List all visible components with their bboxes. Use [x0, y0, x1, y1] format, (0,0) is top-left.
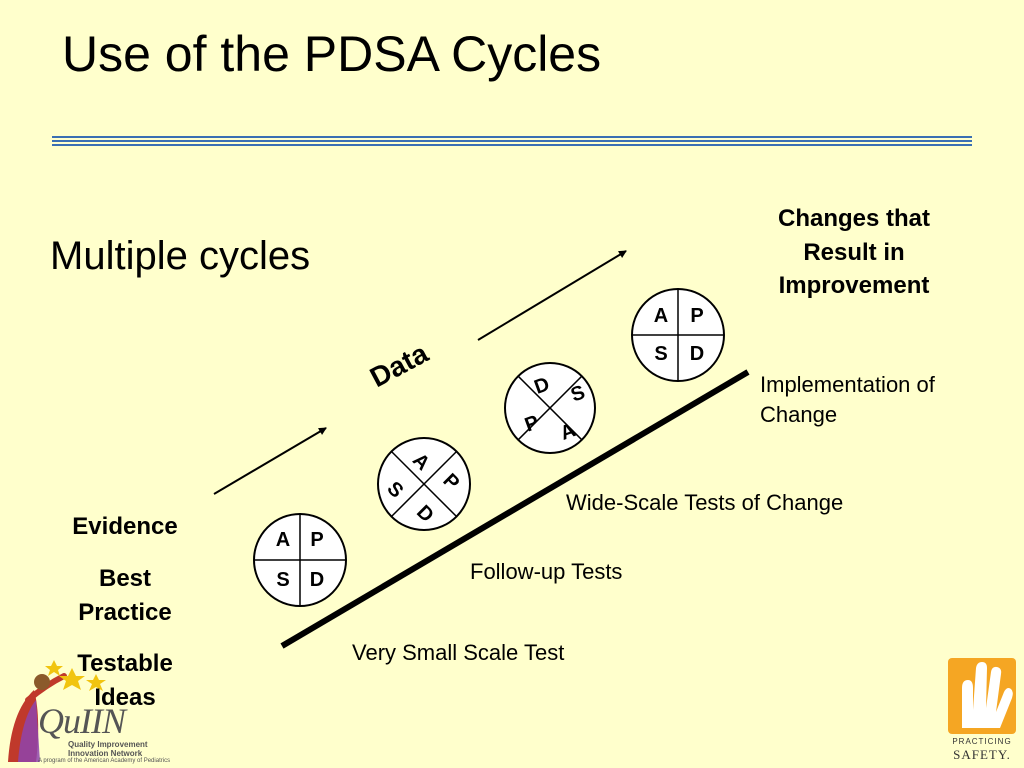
- cycle-4-plan: P: [690, 305, 704, 327]
- pdsa-cycle-2: [377, 437, 471, 531]
- progress-ramp: [280, 369, 750, 649]
- quiin-logo-figure: [8, 660, 106, 762]
- pdsa-cycle-1: [253, 513, 347, 607]
- changes-result-label: Changes that Result in Improvement: [777, 205, 930, 300]
- follow-up-label: Follow-up Tests: [470, 559, 623, 584]
- title-rule: [52, 140, 972, 142]
- cycle-1-do: D: [309, 569, 325, 591]
- wide-scale-label: Wide-Scale Tests of Change: [566, 490, 844, 515]
- pdsa-cycle-3: [504, 362, 596, 454]
- evidence-label: Evidence: [72, 513, 178, 540]
- pdsa-cycle-4: [631, 288, 725, 382]
- cycle-1-plan: P: [310, 529, 324, 551]
- quiin-sub1: Quality Improvement: [68, 740, 148, 749]
- cycle-1-act: A: [275, 529, 291, 551]
- very-small-label: Very Small Scale Test: [352, 640, 565, 665]
- practicing-safety-logo: [948, 658, 1016, 734]
- testable-ideas-label: Testable Ideas: [77, 650, 173, 711]
- implementation-label: Implementation of Change: [760, 372, 935, 427]
- quiin-logo-text: QuIIN: [38, 701, 126, 741]
- arrow-lower: [213, 427, 327, 495]
- subtitle: Multiple cycles: [50, 234, 311, 278]
- best-practice-label: Best Practice: [78, 565, 172, 626]
- cycle-4-do: D: [689, 343, 705, 365]
- cycle-1-study: S: [276, 569, 290, 591]
- practicing-safety-line2: SAFETY.: [953, 747, 1011, 762]
- title-rule: [52, 144, 972, 146]
- cycle-4-act: A: [653, 305, 669, 327]
- quiin-tagline: A program of the American Academy of Ped…: [38, 758, 171, 764]
- title-rule: [52, 136, 972, 138]
- slide-title: Use of the PDSA Cycles: [62, 26, 602, 82]
- practicing-safety-line1: PRACTICING: [952, 737, 1012, 746]
- cycle-4-study: S: [654, 343, 668, 365]
- arrow-upper: [477, 250, 627, 341]
- quiin-sub2: Innovation Network: [68, 749, 143, 758]
